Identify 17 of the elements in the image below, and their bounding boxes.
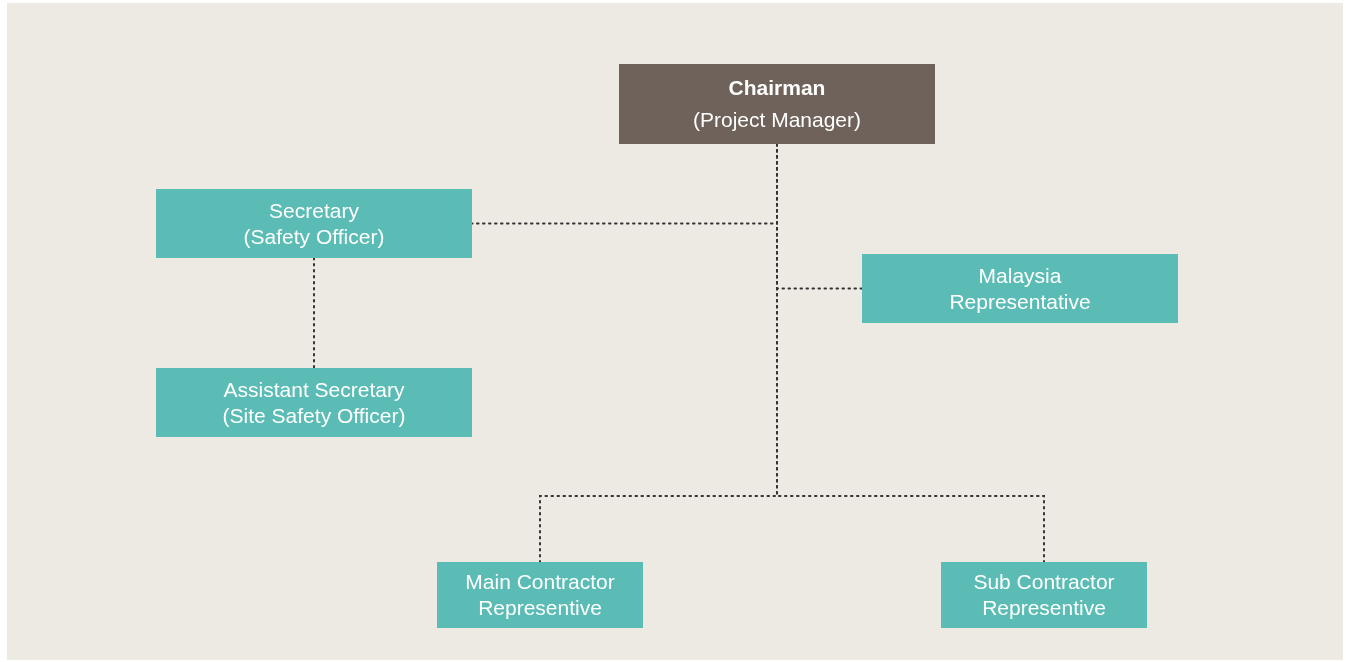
role-title: Sub Contractor Representive — [972, 569, 1116, 621]
role-title: Assistant Secretary — [223, 376, 405, 403]
role-title: (Project Manager) — [692, 107, 862, 133]
chairman-box — [619, 64, 935, 144]
role-title: Main Contractor Representive — [464, 569, 616, 621]
dotted-connector — [313, 257, 315, 369]
role-box — [156, 368, 472, 437]
role-title: Chairman — [728, 75, 826, 101]
role-title: Secretary — [269, 197, 359, 224]
role-title: (Site Safety Officer) — [222, 402, 406, 429]
dotted-connector — [776, 143, 1045, 563]
role-box — [862, 254, 1178, 323]
role-box — [437, 562, 643, 628]
role-title: (Safety Officer) — [243, 223, 385, 250]
role-title: Malaysia Representative — [948, 262, 1092, 315]
role-box — [156, 189, 472, 258]
role-box — [941, 562, 1147, 628]
